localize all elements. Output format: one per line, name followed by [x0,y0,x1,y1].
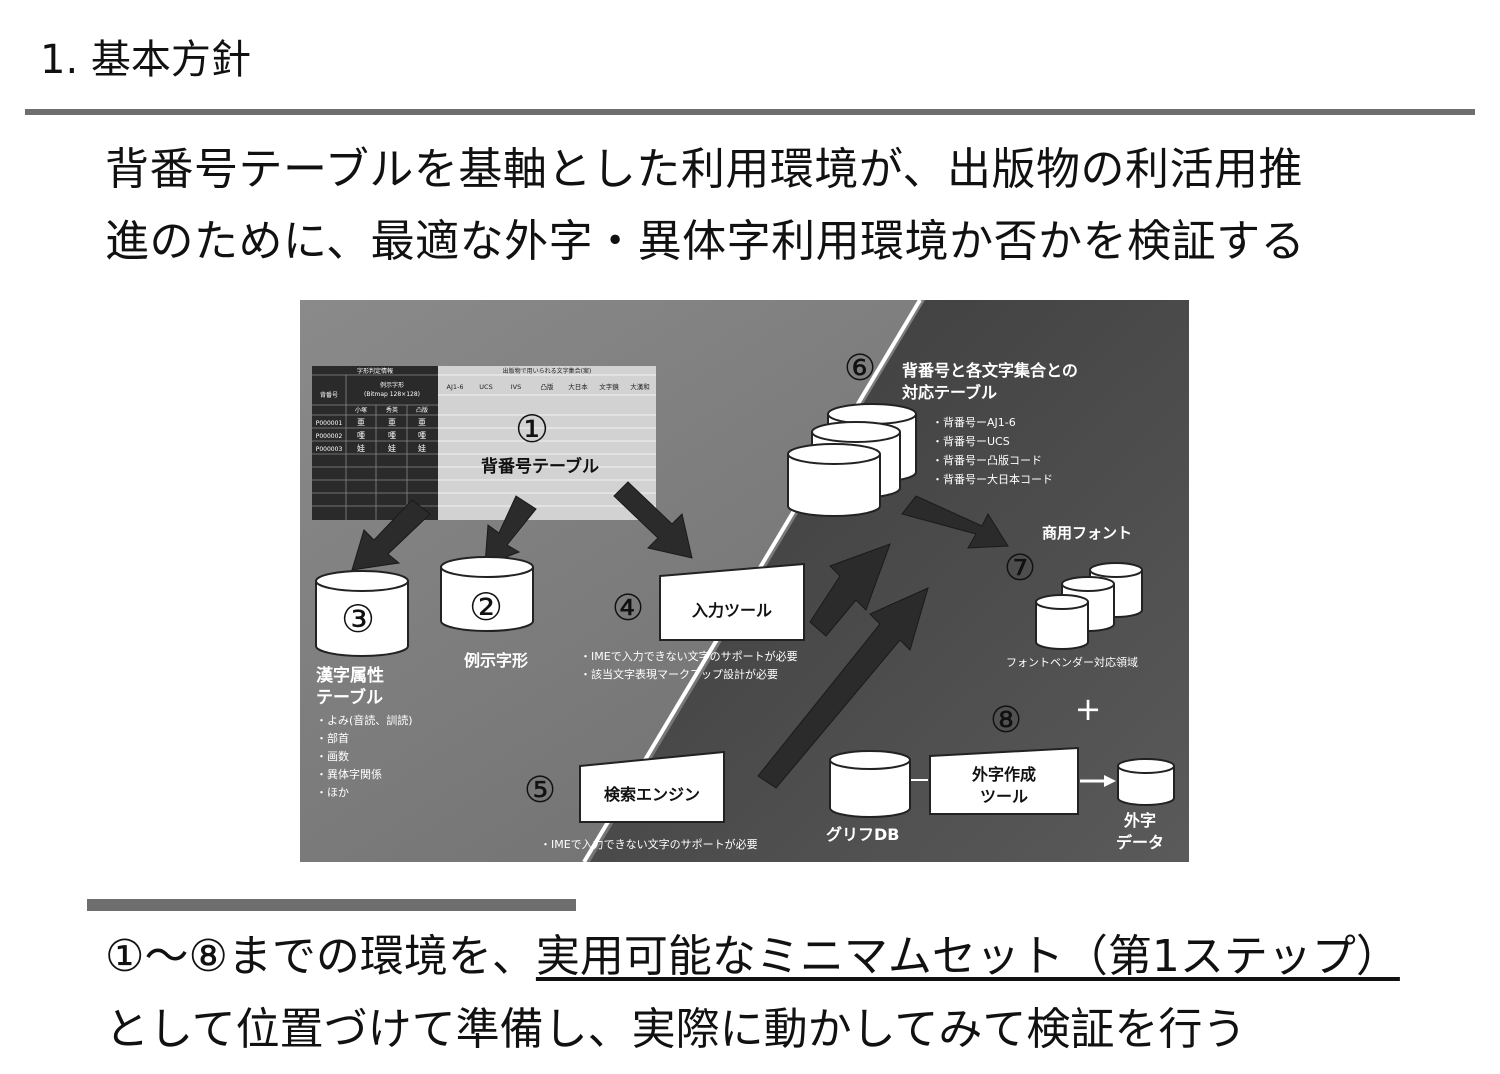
table-row-id-1: P000001 [316,420,343,427]
search-engine-label: 検索エンジン [604,785,700,804]
gaiji-tool-label-1: 外字作成 [971,765,1036,784]
input-tool-bullet-2: ・該当文字表現マークアップ設計が必要 [580,667,778,681]
conclusion-underlined-phrase: 実用可能なミニマムセット（第1ステップ） [535,931,1400,982]
commercial-font-label: 商用フォント [1042,524,1132,542]
arrow-tool-to-data-head [1104,775,1116,787]
glyph-db-icon [829,750,911,818]
kanji-attr-bullet-1: ・よみ(音読、訓読) [316,713,413,727]
table-row-id-3: P000003 [316,446,343,453]
gaiji-data-db-icon [1117,758,1175,806]
mapping-bullet-3: ・背番号ー凸版コード [932,453,1042,467]
kanji-attr-bullet-3: ・画数 [316,750,349,763]
conclusion-line-2: として位置づけて準備し、実際に動かしてみて検証を行う [105,1004,1247,1055]
lead-line-1: 背番号テーブルを基軸とした利用環境が、出版物の利活用推 [105,144,1303,195]
glyph-db-label: グリフDB [826,825,899,844]
figure-bg-right [590,300,1189,862]
num-5: ⑤ [524,770,556,811]
num-8: ⑧ [990,700,1022,741]
kanji-attr-bullet-5: ・ほか [316,786,349,799]
kanji-attr-label-1: 漢字属性 [316,665,384,686]
example-glyph-label: 例示字形 [464,651,528,670]
kanji-attr-db-icon [315,570,409,657]
arrow-to-3 [351,499,431,571]
table-right-header: 出版物で用いられる文字集合(案) [503,367,592,375]
arrow-search-to-mapping [757,587,929,789]
num-4: ④ [612,588,644,629]
example-glyph-db-icon [440,556,534,632]
kanji-attr-label-2: テーブル [316,687,383,708]
slide-title: 1. 基本方針 [40,37,251,83]
gaiji-tool-box [929,746,1079,815]
kanji-attr-bullet-4: ・異体字関係 [316,767,382,781]
input-tool-box [659,562,805,641]
num-6: ⑥ [844,348,876,389]
table-row-3-glyph-3: 娃 [418,443,426,453]
arrow-to-mapping-1 [809,543,891,637]
arrow-to-7 [901,495,1009,549]
table-subcol-2: 秀英 [386,406,398,414]
mapping-bullet-2: ・背番号ーUCS [932,434,1010,448]
mapping-label-2: 対応テーブル [901,383,997,402]
charset-col-7: 大漢和 [630,382,650,391]
mapping-label-1: 背番号と各文字集合との [902,361,1078,380]
table-row-1-glyph-2: 亜 [388,418,396,427]
font-db-icon-front [1035,594,1089,650]
gaiji-data-label-1: 外字 [1123,811,1156,830]
charset-col-4: 凸版 [541,382,555,391]
arrow-to-4 [613,481,693,559]
table-left-header: 字形判定情報 [357,367,393,375]
mapping-bullet-1: ・背番号ーAJ1-6 [932,415,1016,429]
table-col-back-number: 背番号 [320,391,338,399]
font-vendor-label: フォントベンダー対応領域 [1006,655,1138,669]
backnumber-table: 字形判定情報 背番号 例示字形 (Bitmap 128×128) 小塚 秀英 凸… [312,366,656,520]
environment-diagram: 字形判定情報 背番号 例示字形 (Bitmap 128×128) 小塚 秀英 凸… [300,300,1189,862]
table-row-3-glyph-1: 娃 [357,443,365,453]
input-tool-bullet-1: ・IMEで入力できない文字のサポートが必要 [580,649,798,663]
mapping-db-icon-front [787,443,881,517]
gaiji-tool-label-2: ツール [980,787,1028,806]
search-engine-bullet: ・IMEで入力できない文字のサポートが必要 [540,837,758,851]
table-col-example-sub: (Bitmap 128×128) [364,391,420,398]
table-row-id-2: P000002 [316,433,343,440]
table-row-2-glyph-1: 唖 [357,431,365,440]
table-row-1-glyph-1: 亜 [357,418,365,427]
lead-line-2: 進のために、最適な外字・異体字利用環境か否かを検証する [105,216,1306,267]
title-rule [25,109,1475,115]
table-row-3-glyph-2: 娃 [388,443,396,453]
charset-col-5: 大日本 [568,382,588,391]
charset-col-2: UCS [479,383,492,391]
num-3: ③ [341,597,375,641]
bottom-rule [87,899,576,911]
table-subcol-1: 小塚 [355,406,367,414]
plus-sign: + [1075,690,1102,728]
kanji-attr-bullet-2: ・部首 [316,731,349,745]
table-row-1-glyph-3: 亜 [418,418,426,427]
num-7: ⑦ [1004,548,1036,589]
table-row-2-glyph-2: 唖 [388,431,396,440]
conclusion-line-1-lead: ①～⑧までの環境を、 [105,931,536,982]
gaiji-data-label-2: データ [1116,833,1164,852]
charset-col-1: AJ1-6 [447,383,464,391]
backnumber-table-label: 背番号テーブル [481,456,599,477]
num-2: ② [469,585,503,629]
mapping-bullet-4: ・背番号ー大日本コード [932,472,1053,486]
table-col-example: 例示字形 [380,381,404,389]
table-subcol-3: 凸版 [416,406,428,414]
conclusion-line-1: ①～⑧までの環境を、実用可能なミニマムセット（第1ステップ） [105,935,1400,979]
charset-col-6: 文字鏡 [599,382,619,391]
charset-col-3: IVS [511,383,522,391]
search-engine-box [579,750,725,823]
table-row-2-glyph-3: 唖 [418,431,426,440]
num-1: ① [515,407,549,451]
input-tool-label: 入力ツール [692,601,772,620]
